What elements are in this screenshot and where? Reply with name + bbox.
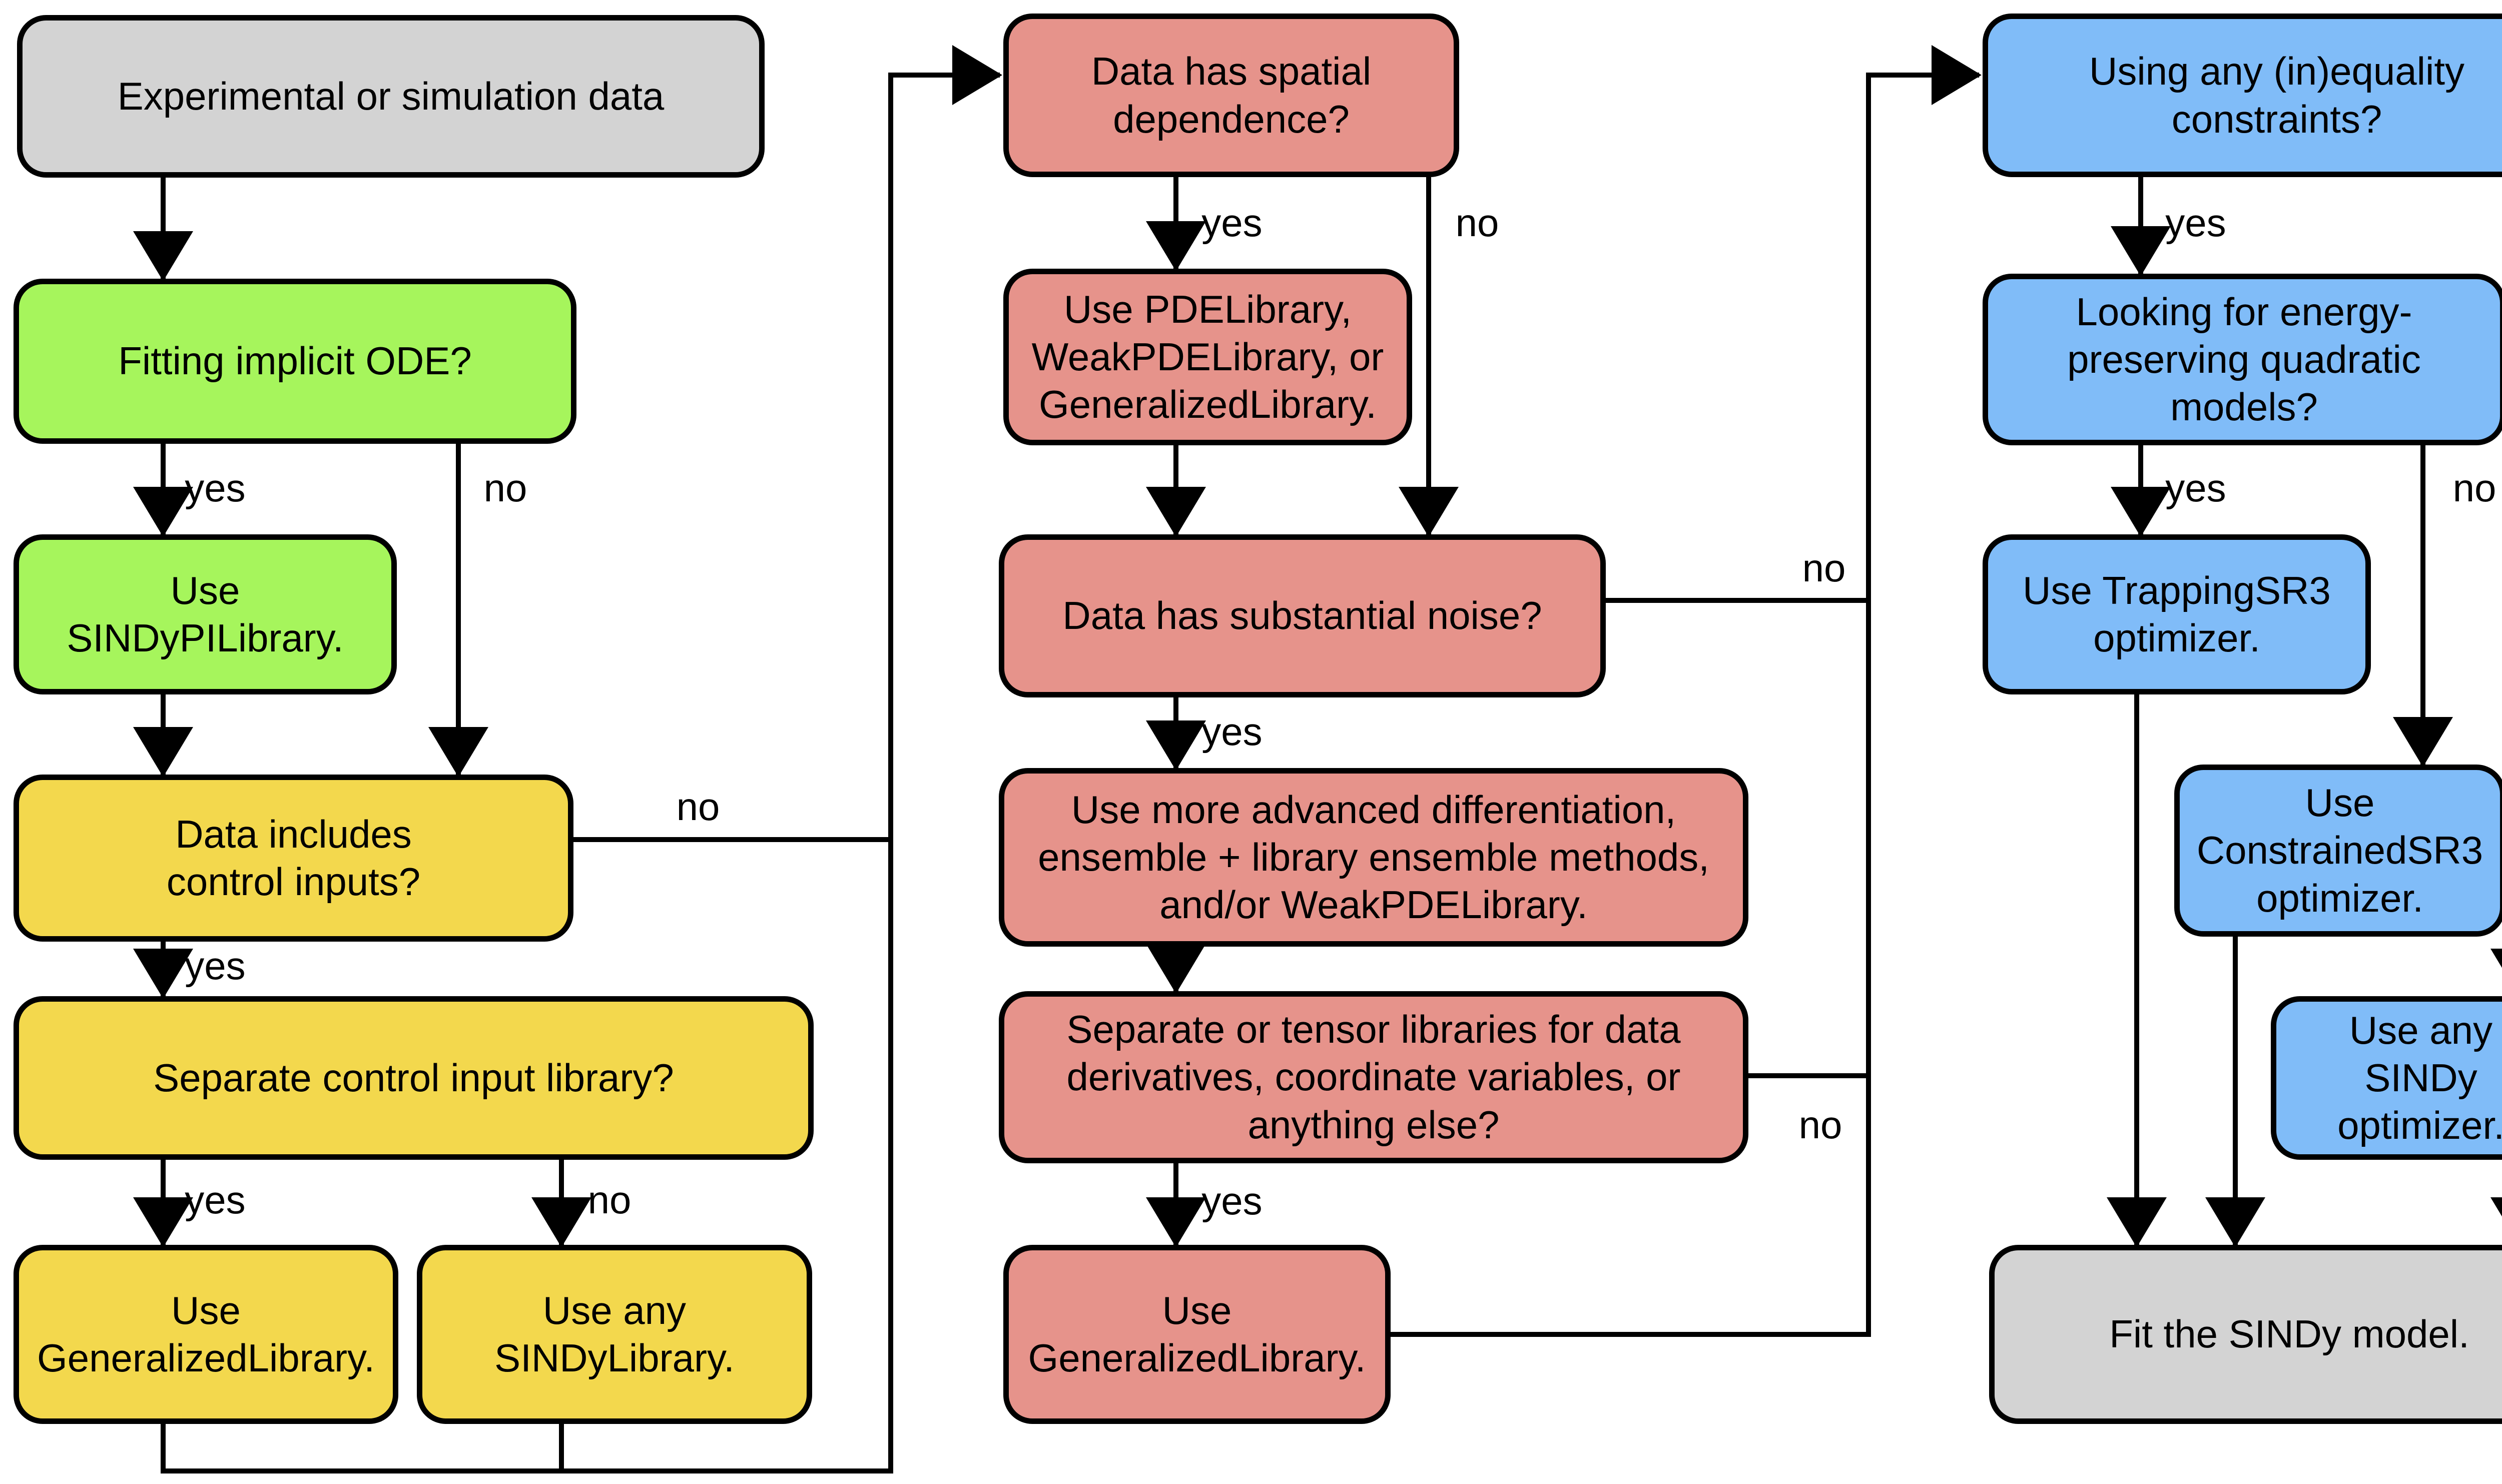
branch-label-no-15: no — [2452, 466, 2496, 510]
node-use-sindypilibrary: Use SINDyPILibrary. — [14, 534, 397, 694]
node-separate-control-input-library: Separate control input library? — [14, 996, 814, 1160]
node-use-constrainedsr3: Use ConstrainedSR3 optimizer. — [2174, 765, 2502, 937]
node-use-any-sindylibrary: Use any SINDyLibrary. — [417, 1245, 812, 1424]
branch-label-yes-6: yes — [1201, 201, 1263, 245]
branch-label-yes-12: yes — [2165, 201, 2226, 245]
node-experimental-data: Experimental or simulation data — [17, 15, 765, 178]
branch-label-no-1: no — [483, 466, 527, 510]
node-use-any-sindy-optimizer: Use any SINDy optimizer. — [2271, 996, 2502, 1160]
node-use-generalizedlibrary-control: Use GeneralizedLibrary. — [14, 1245, 398, 1424]
node-data-has-spatial-dependence: Data has spatial dependence? — [1003, 14, 1459, 177]
branch-label-yes-0: yes — [185, 466, 246, 510]
node-data-has-substantial-noise: Data has substantial noise? — [999, 534, 1606, 697]
branch-label-no-11: no — [1798, 1103, 1842, 1147]
node-fitting-implicit-ode: Fitting implicit ODE? — [14, 279, 576, 444]
branch-label-no-7: no — [1455, 201, 1499, 245]
flow-connector-9 — [161, 45, 1002, 1473]
node-fit-sindy-model: Fit the SINDy model. — [1989, 1245, 2502, 1424]
flow-connector-18 — [1391, 45, 1982, 1337]
branch-label-yes-8: yes — [1201, 709, 1263, 754]
node-use-advanced-differentiation: Use more advanced differentiation, ensem… — [999, 768, 1748, 947]
branch-label-yes-4: yes — [185, 1178, 246, 1222]
branch-label-yes-10: yes — [1201, 1179, 1263, 1223]
branch-label-yes-2: yes — [185, 944, 246, 988]
node-using-inequality-constraints: Using any (in)equality constraints? — [1983, 14, 2502, 177]
node-energy-preserving-quadratic: Looking for energy- preserving quadratic… — [1983, 274, 2502, 445]
node-use-pdelibrary: Use PDELibrary, WeakPDELibrary, or Gener… — [1003, 269, 1412, 445]
node-separate-or-tensor-libraries: Separate or tensor libraries for data de… — [999, 991, 1748, 1163]
branch-label-yes-14: yes — [2165, 466, 2226, 510]
branch-label-no-9: no — [1802, 546, 1846, 590]
node-use-generalizedlibrary: Use GeneralizedLibrary. — [1003, 1245, 1391, 1424]
node-data-includes-control-inputs: Data includes control inputs? — [14, 775, 573, 942]
branch-label-no-3: no — [676, 785, 720, 829]
branch-label-no-5: no — [587, 1178, 632, 1222]
node-use-trappingsr3: Use TrappingSR3 optimizer. — [1983, 534, 2371, 694]
